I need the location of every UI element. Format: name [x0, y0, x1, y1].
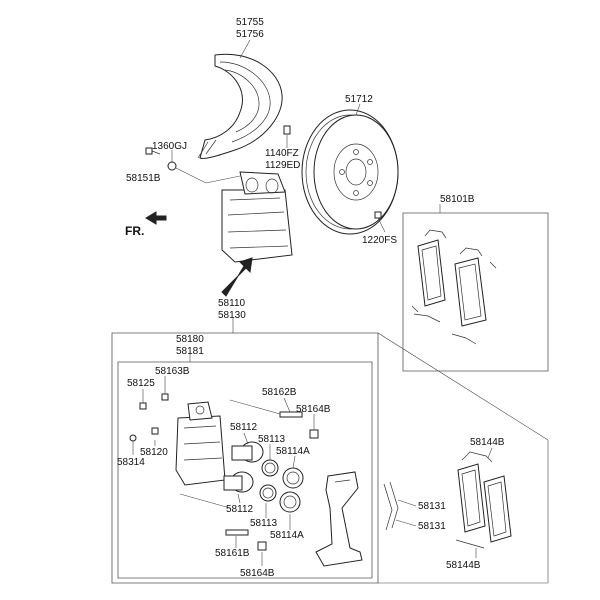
part-label-58181: 58181 — [176, 346, 204, 357]
caliper-kit-inner-box — [117, 361, 373, 579]
part-label-58144b-top: 58144B — [470, 437, 505, 448]
leader-line — [355, 103, 361, 116]
part-label-58114a-top: 58114A — [276, 446, 310, 457]
leader-line — [205, 175, 241, 184]
part-label-58125: 58125 — [127, 378, 155, 389]
caliper-housing-part — [175, 401, 226, 486]
part-label-58112-top: 58112 — [230, 422, 258, 433]
bolt-1220fs-part — [374, 211, 382, 219]
part-label-51755: 51755 — [236, 17, 264, 28]
front-direction-arrow-icon — [145, 211, 167, 225]
leader-line — [239, 39, 251, 59]
part-label-58131-top: 58131 — [418, 501, 446, 512]
piston-seals-part — [259, 459, 279, 502]
part-label-58112-bottom: 58112 — [226, 504, 254, 515]
part-label-1140fz: 1140FZ — [265, 148, 299, 159]
part-label-58120: 58120 — [140, 447, 168, 458]
part-label-58151b: 58151B — [126, 173, 161, 184]
part-label-58180: 58180 — [176, 334, 204, 345]
part-label-58101b: 58101B — [440, 194, 475, 205]
brake-pad-set-lower-part — [455, 451, 512, 549]
caliper-assembly-part — [221, 171, 293, 263]
pistons-part — [223, 441, 264, 493]
leader-line — [292, 455, 296, 469]
leader-line — [243, 432, 249, 445]
anti-rattle-clips-part — [383, 481, 417, 531]
bolt-1140fz-part — [283, 125, 291, 135]
part-label-58114a-bottom: 58114A — [270, 530, 304, 541]
part-label-1360gj: 1360GJ — [152, 141, 187, 152]
part-label-58110: 58110 — [218, 298, 246, 309]
leader-line — [175, 167, 207, 184]
leader-line — [487, 447, 493, 459]
leader-line — [283, 397, 291, 413]
part-label-58164b-top: 58164B — [296, 404, 331, 415]
part-label-58314: 58314 — [117, 457, 145, 468]
leader-line — [179, 493, 231, 509]
part-label-58162b: 58162B — [262, 387, 297, 398]
part-label-58161b: 58161B — [215, 548, 250, 559]
slide-pins-part — [225, 411, 303, 536]
front-direction-label: FR. — [125, 224, 144, 238]
part-label-51756: 51756 — [236, 29, 264, 40]
carrier-bracket-part — [315, 471, 363, 567]
part-label-1220fs: 1220FS — [362, 235, 397, 246]
leader-line — [237, 493, 241, 504]
part-label-58163b: 58163B — [155, 366, 190, 377]
part-label-58164b-bottom: 58164B — [240, 568, 275, 579]
part-label-58144b-bottom: 58144B — [446, 560, 481, 571]
pad-kit-box — [402, 212, 549, 372]
brake-disc-part — [301, 109, 399, 235]
part-label-58113-top: 58113 — [258, 434, 286, 445]
leader-line — [229, 399, 281, 415]
part-label-51712: 51712 — [345, 94, 373, 105]
dust-shield-part — [197, 53, 283, 159]
part-label-58113-bottom: 58113 — [250, 518, 278, 529]
leader-line — [377, 217, 386, 233]
part-label-1129ed: 1129ED — [265, 160, 300, 171]
part-label-58131-bottom: 58131 — [418, 521, 446, 532]
bleeder-parts — [129, 393, 169, 442]
dust-boots-part — [279, 467, 304, 513]
assembly-pointer-arrow — [221, 257, 253, 297]
part-label-58130: 58130 — [218, 310, 246, 321]
bolt-1360gj-part — [145, 147, 161, 155]
washer-58151b-part — [167, 161, 177, 171]
box-connector-line — [377, 332, 549, 441]
brake-pad-set-upper-part — [411, 229, 497, 345]
